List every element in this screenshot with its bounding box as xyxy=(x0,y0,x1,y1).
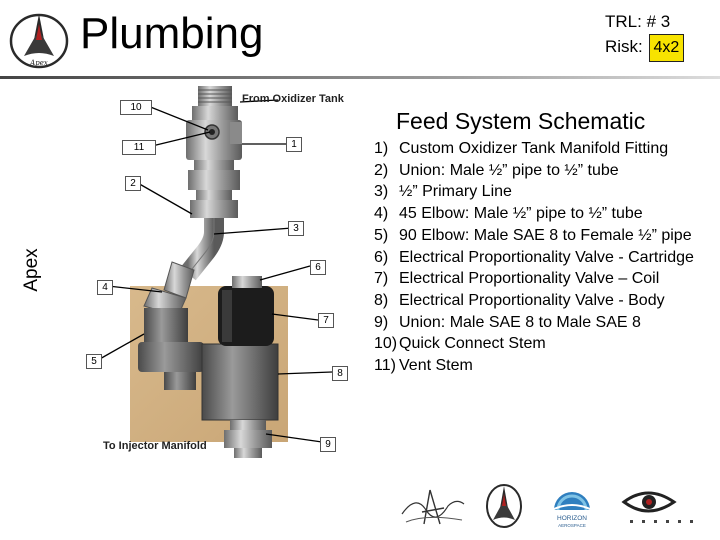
elbow-90 xyxy=(138,308,204,390)
callout-2: 2 xyxy=(125,176,141,191)
manifold-fitting xyxy=(186,120,242,160)
list-item: 7) Electrical Proportionality Valve – Coi… xyxy=(372,268,710,290)
valve-coil xyxy=(218,286,274,346)
item-text: Custom Oxidizer Tank Manifold Fitting xyxy=(399,140,669,157)
item-text: Quick Connect Stem xyxy=(399,335,546,353)
horizon-logo-text: HORIZON xyxy=(557,515,587,522)
valve-body xyxy=(201,343,279,421)
plumbing-illustration xyxy=(97,86,333,458)
item-number: 5) xyxy=(374,226,389,244)
item-text: Union: Male SAE 8 to Male SAE 8 xyxy=(399,313,641,331)
callout-6: 6 xyxy=(310,260,326,275)
trl-indicator: TRL: # 3 xyxy=(605,12,670,32)
risk-label: Risk: xyxy=(605,37,643,56)
eye-logo xyxy=(618,486,710,526)
list-item: 5) 90 Elbow: Male SAE 8 to Female ½” pipe xyxy=(372,225,710,247)
item-text: Electrical Proportionality Valve - Body xyxy=(399,291,665,309)
leader-lines xyxy=(97,99,333,443)
risk-badge: 4x2 xyxy=(648,34,685,62)
item-text: ½” Primary Line xyxy=(399,183,512,201)
outlet-union xyxy=(224,420,272,458)
eye-logo-icon xyxy=(621,491,693,523)
list-item: 2) Union: Male ½” pipe to ½” tube xyxy=(372,160,710,182)
callout-5: 5 xyxy=(86,354,102,369)
item-text: Electrical Proportionality Valve - Cartr… xyxy=(399,248,694,266)
item-number: 2) xyxy=(374,161,389,179)
quick-connect-stem xyxy=(192,86,238,120)
item-text: Electrical Proportionality Valve – Coil xyxy=(399,270,660,288)
list-item: 8) Electrical Proportionality Valve - Bod… xyxy=(372,290,710,312)
item-number: 10) xyxy=(374,335,398,353)
callout-9: 9 xyxy=(320,437,336,452)
item-number: 4) xyxy=(374,205,389,223)
risk-indicator: Risk: 4x2 xyxy=(605,34,685,62)
callout-11: 11 xyxy=(122,140,156,155)
item-number: 1) xyxy=(374,140,389,157)
item-number: 7) xyxy=(374,270,389,288)
outlet-label: To Injector Manifold xyxy=(103,440,207,452)
apex-logo-icon: Apex xyxy=(9,13,69,69)
callout-10: 10 xyxy=(120,100,152,115)
valve-cartridge xyxy=(232,276,262,288)
page-title: Plumbing xyxy=(80,9,264,58)
list-item: 11)Vent Stem xyxy=(372,355,710,377)
item-number: 3) xyxy=(374,183,389,201)
side-label: Apex xyxy=(21,248,42,292)
signature-logo xyxy=(396,484,472,530)
item-text: 45 Elbow: Male ½” pipe to ½” tube xyxy=(399,205,643,223)
callout-4: 4 xyxy=(97,280,113,295)
list-item: 4) 45 Elbow: Male ½” pipe to ½” tube xyxy=(372,203,710,225)
list-item: 10)Quick Connect Stem xyxy=(372,333,710,355)
apex-logo: Apex xyxy=(6,10,72,70)
item-number: 11) xyxy=(374,357,396,375)
callout-8: 8 xyxy=(332,366,348,381)
horizon-logo-subtext: AEROSPACE xyxy=(558,523,586,528)
callout-3: 3 xyxy=(288,221,304,236)
list-item: 1) Custom Oxidizer Tank Manifold Fitting xyxy=(372,138,710,160)
apex-footer-logo-icon xyxy=(486,484,522,528)
trl-label: TRL: xyxy=(605,12,642,31)
horizon-aerospace-logo: HORIZON AEROSPACE xyxy=(548,480,596,530)
list-item: 9) Union: Male SAE 8 to Male SAE 8 xyxy=(372,312,710,334)
apex-logo-text: Apex xyxy=(29,59,48,67)
signature-logo-icon xyxy=(401,489,465,525)
callout-1: 1 xyxy=(286,137,302,152)
apex-footer-logo xyxy=(484,482,524,530)
union-fitting xyxy=(188,160,240,218)
item-text: 90 Elbow: Male SAE 8 to Female ½” pipe xyxy=(399,226,692,244)
schematic-title: Feed System Schematic xyxy=(396,108,646,134)
parts-list: 1)Custom Oxidizer Tank Manifold Fitting … xyxy=(372,138,710,377)
item-text: Union: Male ½” pipe to ½” tube xyxy=(399,161,619,179)
item-number: 6) xyxy=(374,248,389,266)
header-divider xyxy=(0,76,720,79)
callout-7: 7 xyxy=(318,313,334,328)
item-text: Vent Stem xyxy=(399,357,473,375)
inlet-label: From Oxidizer Tank xyxy=(242,93,344,105)
plumbing-diagram: 10 11 1 2 3 6 4 7 5 8 9 From Oxidizer Ta… xyxy=(82,84,374,460)
item-number: 9) xyxy=(374,313,389,331)
list-item: 3) ½” Primary Line xyxy=(372,181,710,203)
trl-value: # 3 xyxy=(646,12,671,31)
item-number: 8) xyxy=(374,291,389,309)
horizon-aerospace-logo-icon: HORIZON AEROSPACE xyxy=(551,492,593,528)
list-item: 6) Electrical Proportionality Valve - Car… xyxy=(372,247,710,269)
